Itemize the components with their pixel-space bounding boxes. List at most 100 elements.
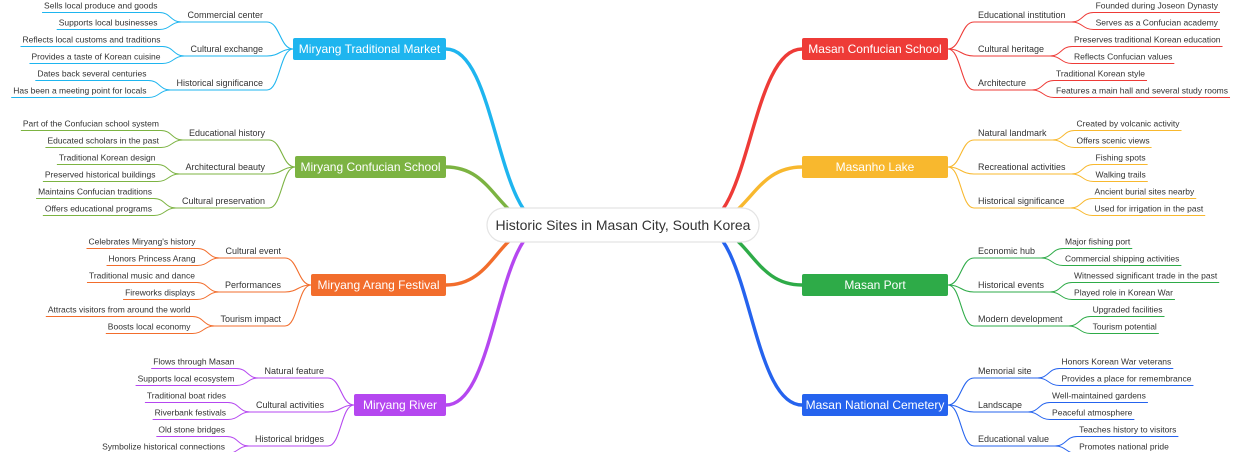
leaf-label[interactable]: Promotes national pride [1079, 442, 1169, 452]
leaf-label[interactable]: Created by volcanic activity [1077, 119, 1181, 129]
leaf-label[interactable]: Has been a meeting point for locals [13, 86, 146, 96]
sub-topic-label[interactable]: Educational institution [978, 10, 1066, 20]
root-node[interactable]: Historic Sites in Masan City, South Kore… [486, 207, 760, 243]
leaf-label[interactable]: Symbolize historical connections [102, 442, 225, 452]
leaf-link [1049, 282, 1073, 293]
root-link-masan-national-cemetery [697, 223, 804, 407]
branch-miryang-arang-festival[interactable]: Miryang Arang Festival [311, 274, 446, 296]
leaf-link [191, 316, 215, 327]
sub-topic-label[interactable]: Cultural exchange [190, 44, 263, 54]
leaf-label[interactable]: Educated scholars in the past [47, 136, 159, 146]
leaf-label[interactable]: Traditional Korean style [1056, 69, 1145, 79]
leaf-label[interactable]: Traditional music and dance [89, 271, 195, 281]
leaf-label[interactable]: Well-maintained gardens [1052, 391, 1146, 401]
leaf-label[interactable]: Boosts local economy [108, 322, 191, 332]
sub-link [947, 284, 975, 327]
leaf-label[interactable]: Honors Princess Arang [109, 254, 196, 264]
leaf-link [196, 257, 220, 266]
leaf-label[interactable]: Attracts visitors from around the world [48, 305, 191, 315]
sub-topic-label[interactable]: Landscape [978, 400, 1022, 410]
leaf-label[interactable]: Traditional Korean design [59, 153, 156, 163]
sub-topic-label[interactable]: Economic hub [978, 246, 1035, 256]
sub-topic-label[interactable]: Memorial site [978, 366, 1032, 376]
branch-masanho-lake[interactable]: Masanho Lake [802, 156, 948, 178]
leaf-link [1031, 89, 1055, 98]
sub-topic-label[interactable]: Historical events [978, 280, 1045, 290]
branch-masan-confucian-school[interactable]: Masan Confucian School [802, 38, 948, 60]
branch-miryang-traditional-market[interactable]: Miryang Traditional Market [293, 38, 446, 60]
leaf-label[interactable]: Reflects Confucian values [1074, 52, 1172, 62]
sub-topic-label[interactable]: Cultural heritage [978, 44, 1044, 54]
leaf-label[interactable]: Witnessed significant trade in the past [1074, 271, 1218, 281]
sub-topic-label[interactable]: Natural landmark [978, 128, 1047, 138]
branch-masan-national-cemetery[interactable]: Masan National Cemetery [802, 394, 948, 416]
leaf-label[interactable]: Features a main hall and several study r… [1056, 86, 1228, 96]
sub-topic-label[interactable]: Tourism impact [220, 314, 281, 324]
leaf-label[interactable]: Celebrates Miryang's history [89, 237, 197, 247]
leaf-link [196, 248, 220, 259]
leaf-label[interactable]: Reflects local customs and traditions [23, 35, 161, 45]
branch-masan-port[interactable]: Masan Port [802, 274, 948, 296]
leaf-label[interactable]: Fishing spots [1096, 153, 1146, 163]
connector-lines [11, 12, 1231, 452]
leaf-link [191, 325, 215, 334]
leaf-label[interactable]: Walking trails [1096, 170, 1146, 180]
branch-miryang-confucian-school[interactable]: Miryang Confucian School [295, 156, 446, 178]
sub-topic-label[interactable]: Historical significance [176, 78, 263, 88]
leaf-label[interactable]: Flows through Masan [153, 357, 235, 367]
leaf-link [1071, 173, 1095, 182]
leaf-label[interactable]: Ancient burial sites nearby [1095, 187, 1195, 197]
leaf-label[interactable]: Provides a place for remembrance [1062, 374, 1192, 384]
leaf-label[interactable]: Commercial shipping activities [1065, 254, 1179, 264]
branch-miryang-river[interactable]: Miryang River [354, 394, 446, 416]
leaf-label[interactable]: Riverbank festivals [155, 408, 226, 418]
leaf-label[interactable]: Major fishing port [1065, 237, 1131, 247]
leaf-label[interactable]: Peaceful atmosphere [1052, 408, 1133, 418]
sub-topic-label[interactable]: Cultural preservation [182, 196, 265, 206]
sub-topic-label[interactable]: Cultural activities [256, 400, 325, 410]
sub-topic-label[interactable]: Architecture [978, 78, 1026, 88]
leaf-label[interactable]: Serves as a Confucian academy [1096, 18, 1219, 28]
leaf-label[interactable]: Traditional boat rides [147, 391, 226, 401]
sub-link [284, 257, 312, 286]
leaf-label[interactable]: Honors Korean War veterans [1062, 357, 1172, 367]
sub-topic-label[interactable]: Historical significance [978, 196, 1065, 206]
leaf-label[interactable]: Preserved historical buildings [45, 170, 156, 180]
leaf-link [147, 89, 171, 98]
leaf-label[interactable]: Tourism potential [1093, 322, 1157, 332]
leaf-label[interactable]: Preserves traditional Korean education [1074, 35, 1221, 45]
leaf-label[interactable]: Offers educational programs [45, 204, 152, 214]
leaf-label[interactable]: Maintains Confucian traditions [38, 187, 152, 197]
sub-topic-label[interactable]: Cultural event [225, 246, 281, 256]
sub-topic-label[interactable]: Educational history [189, 128, 266, 138]
leaf-link [160, 139, 184, 148]
leaf-label[interactable]: Upgraded facilities [1093, 305, 1163, 315]
sub-topic-label[interactable]: Educational value [978, 434, 1049, 444]
leaf-label[interactable]: Supports local businesses [59, 18, 158, 28]
sub-topic-label[interactable]: Performances [225, 280, 282, 290]
branch-box [311, 274, 446, 296]
sub-topic-label[interactable]: Architectural beauty [185, 162, 265, 172]
leaf-label[interactable]: Dates back several centuries [37, 69, 146, 79]
mind-map-nodes: Historic Sites in Masan City, South Kore… [13, 1, 1228, 452]
leaf-label[interactable]: Offers scenic views [1077, 136, 1150, 146]
sub-link [268, 166, 296, 209]
sub-topic-label[interactable]: Natural feature [264, 366, 324, 376]
branch-label: Masanho Lake [836, 160, 915, 174]
leaf-label[interactable]: Part of the Confucian school system [23, 119, 159, 129]
sub-topic-label[interactable]: Historical bridges [255, 434, 325, 444]
leaf-label[interactable]: Old stone bridges [158, 425, 225, 435]
sub-topic-label[interactable]: Recreational activities [978, 162, 1066, 172]
leaf-link [1068, 325, 1092, 334]
sub-topic-label[interactable]: Modern development [978, 314, 1063, 324]
leaf-label[interactable]: Sells local produce and goods [44, 1, 157, 11]
leaf-label[interactable]: Founded during Joseon Dynasty [1096, 1, 1219, 11]
leaf-label[interactable]: Fireworks displays [125, 288, 195, 298]
leaf-label[interactable]: Played role in Korean War [1074, 288, 1173, 298]
branch-label: Miryang River [363, 398, 437, 412]
leaf-label[interactable]: Supports local ecosystem [138, 374, 235, 384]
leaf-label[interactable]: Teaches history to visitors [1079, 425, 1176, 435]
sub-topic-label[interactable]: Commercial center [187, 10, 263, 20]
leaf-label[interactable]: Provides a taste of Korean cuisine [31, 52, 160, 62]
leaf-label[interactable]: Used for irrigation in the past [1095, 204, 1204, 214]
